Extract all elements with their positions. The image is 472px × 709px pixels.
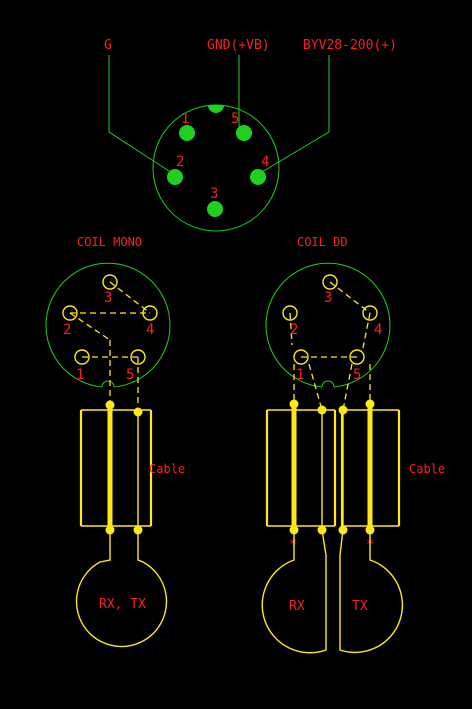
dd-pin-number-1: 1 (296, 367, 304, 383)
dd-pin-number-3: 3 (324, 290, 332, 306)
dd-joint-top-2 (317, 405, 327, 415)
dd-rx-label: RX (289, 599, 305, 614)
mono-pin-number-4: 4 (146, 322, 154, 338)
dd-pin-socket-4 (362, 305, 378, 321)
pad-pin-4 (250, 169, 266, 185)
wire-gnd (238, 55, 244, 130)
mono-pin-number-2: 2 (63, 322, 71, 338)
dd-cable-label: Cable (409, 462, 445, 476)
dd-pin-socket-1 (293, 349, 309, 365)
dd-pin-number-2: 2 (290, 322, 298, 338)
pin-number-1: 1 (181, 111, 189, 127)
dd-connector-outline (265, 262, 391, 388)
pin-number-3: 3 (210, 186, 218, 202)
dd-link-3-4 (329, 281, 371, 314)
mono-pin-socket-2 (62, 305, 78, 321)
dd-pin-number-4: 4 (374, 322, 382, 338)
dd-tx-coil-loop (339, 529, 404, 654)
pad-pin-5 (236, 125, 252, 141)
label-byv28-200: BYV28-200(+) (303, 38, 397, 53)
dd-link-2-down (289, 312, 293, 346)
dd-pin-socket-3 (322, 274, 338, 290)
dd-pin-socket-2 (282, 305, 298, 321)
pin-number-4: 4 (261, 154, 269, 170)
mono-connector-outline (45, 262, 171, 388)
dd-rx-coil-loop (261, 529, 327, 654)
dd-lead-4 (342, 363, 353, 411)
dd-joint-top-5 (365, 399, 375, 409)
dd-joint-top-4 (338, 405, 348, 415)
top-connector: G GND(+VB) BYV28-200(+) 1 2 3 4 5 (104, 38, 397, 232)
connector-key (208, 105, 224, 113)
wire-byv28 (261, 55, 330, 173)
pad-pin-3 (207, 201, 223, 217)
dd-rx-winding-marker: * (289, 537, 297, 553)
mono-joint-top-5 (133, 407, 143, 417)
dd-pin-socket-5 (349, 349, 365, 365)
label-gnd-vb: GND(+VB) (207, 38, 270, 53)
pad-pin-2 (167, 169, 183, 185)
mono-link-2-center (69, 312, 111, 341)
label-g: G (104, 38, 112, 53)
dd-pin-number-5: 5 (353, 367, 361, 383)
dd-link-4-down (362, 312, 371, 349)
mono-connector-key (101, 380, 115, 388)
coil-mono-section: COIL MONO 3 2 4 1 5 Cable RX, TX (45, 235, 185, 648)
mono-coil-label: RX, TX (99, 597, 146, 612)
wire-g (108, 55, 173, 174)
dd-connector-key (321, 380, 335, 388)
coil-dd-section: COIL DD 3 2 4 1 5 (261, 235, 445, 654)
mono-coil-loop (75, 530, 168, 648)
pin-number-5: 5 (231, 111, 239, 127)
mono-pin-number-1: 1 (76, 367, 84, 383)
mono-pin-socket-3 (102, 274, 118, 290)
mono-pin-number-5: 5 (126, 367, 134, 383)
mono-pin-socket-5 (130, 349, 146, 365)
mono-pin-number-3: 3 (104, 290, 112, 306)
coil-dd-title: COIL DD (297, 235, 348, 249)
pad-pin-1 (179, 125, 195, 141)
dd-tx-label: TX (352, 599, 368, 614)
mono-joint-top-1 (105, 400, 115, 410)
dd-joint-top-1 (289, 399, 299, 409)
mono-cable-label: Cable (149, 462, 185, 476)
mono-link-3-4 (109, 281, 151, 314)
coil-mono-title: COIL MONO (77, 235, 142, 249)
mono-pin-socket-1 (74, 349, 90, 365)
pin-number-2: 2 (176, 154, 184, 170)
dd-lead-2 (308, 363, 323, 411)
